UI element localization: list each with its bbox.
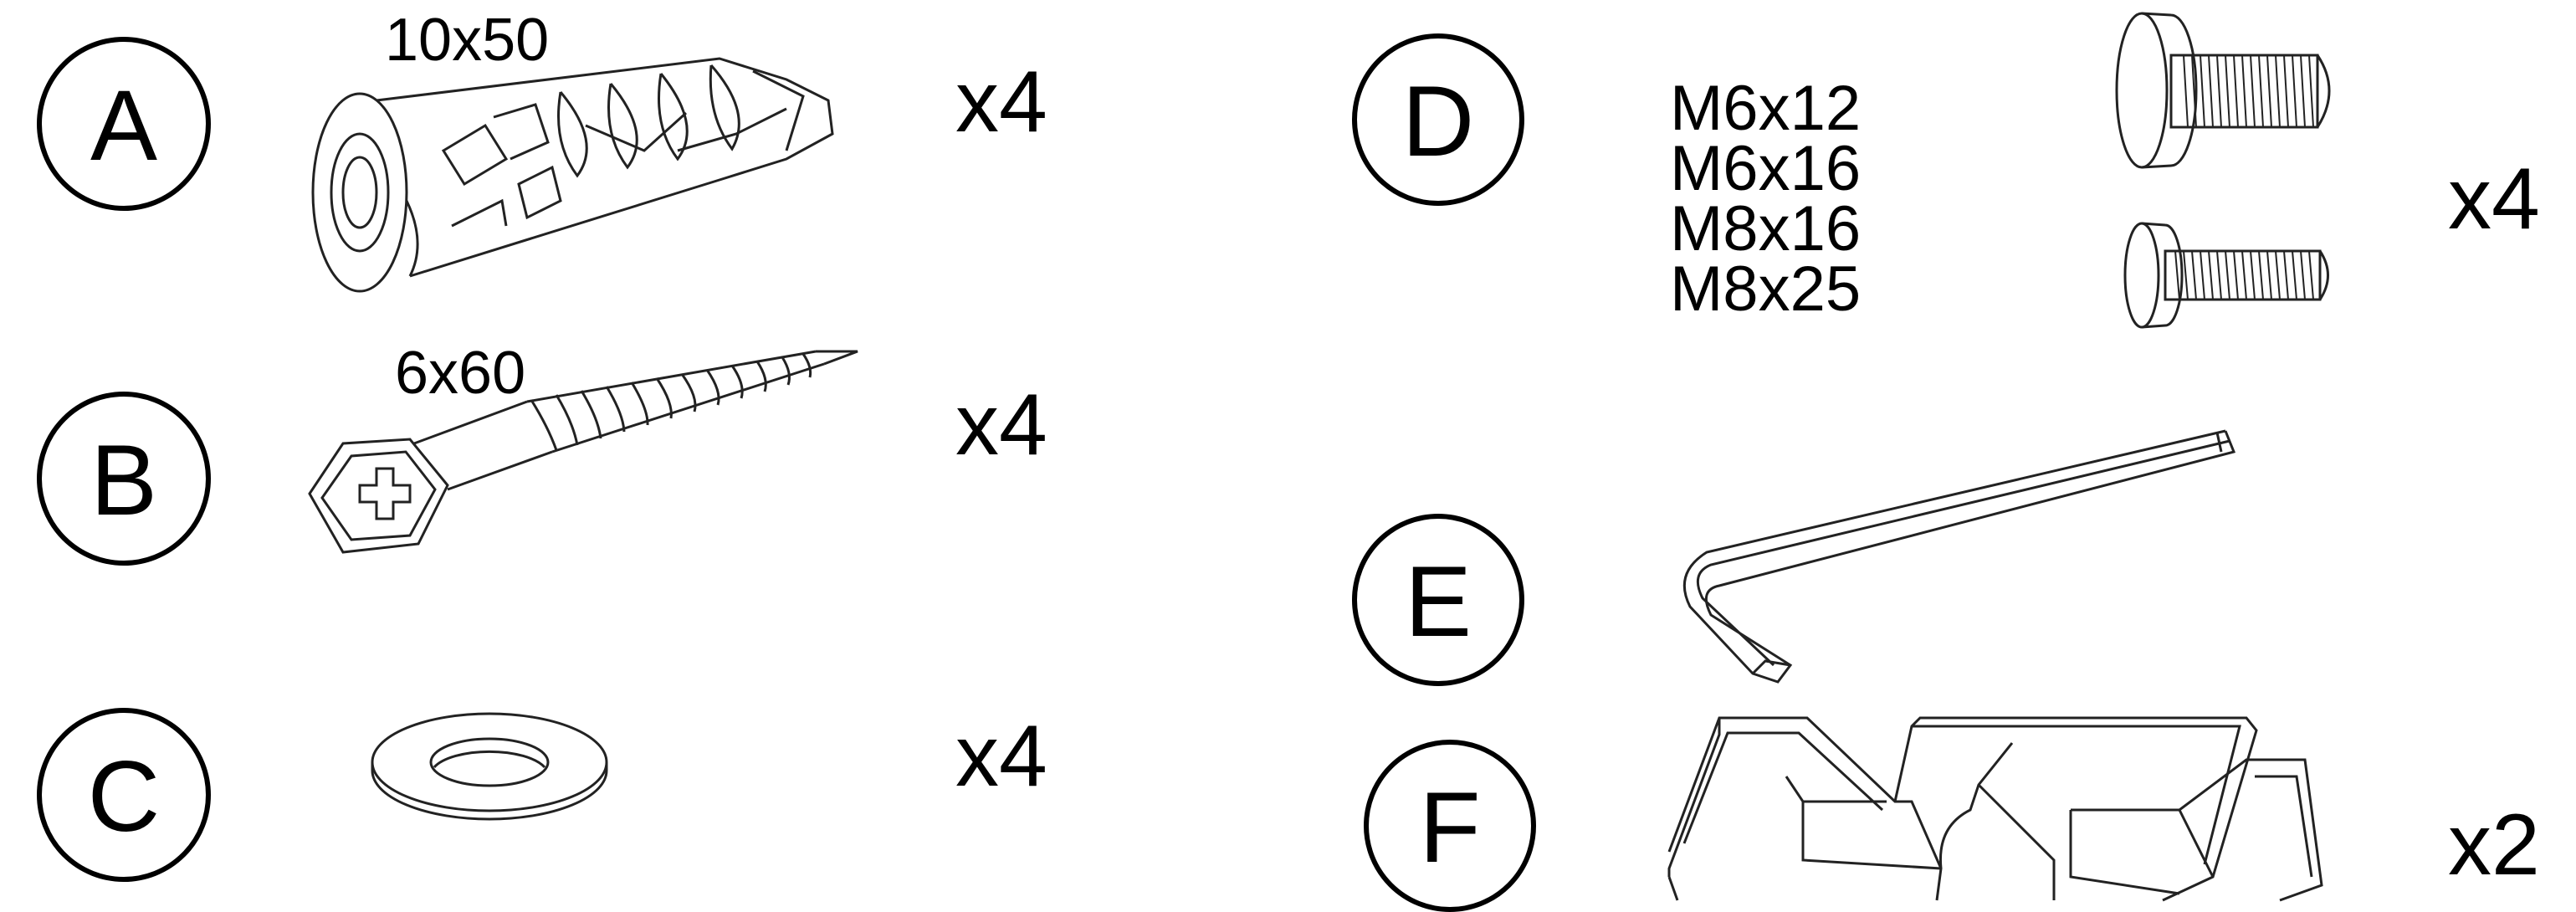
part-e-letter: E — [1404, 546, 1472, 658]
part-e-label-circle: E — [1352, 514, 1524, 686]
part-b-label-circle: B — [37, 392, 211, 566]
wall-plug-anchor-icon — [284, 33, 853, 301]
part-c-label-circle: C — [37, 708, 211, 882]
washer-icon — [364, 707, 615, 824]
part-d-sizes: M6x12 M6x16 M8x16 M8x25 — [1670, 73, 1862, 325]
bracket-clip-icon — [1661, 710, 2322, 902]
part-a-size: 10x50 — [385, 7, 550, 74]
part-d-label-circle: D — [1352, 33, 1524, 206]
part-b-quantity: x4 — [955, 377, 1047, 474]
part-d-size-4: M8x25 — [1670, 254, 1862, 325]
part-d-quantity: x4 — [2448, 151, 2540, 248]
part-f-label-circle: F — [1364, 740, 1536, 912]
part-c-letter: C — [87, 740, 161, 853]
part-d-size-3: M8x16 — [1670, 193, 1862, 264]
part-a-label-circle: A — [37, 37, 211, 211]
part-b-letter: B — [90, 424, 158, 536]
part-b-size: 6x60 — [395, 340, 526, 407]
part-f-quantity: x2 — [2448, 797, 2540, 894]
lag-screw-icon — [276, 351, 870, 636]
part-a-letter: A — [90, 69, 158, 182]
machine-screw-small-icon — [2117, 219, 2334, 332]
part-a-quantity: x4 — [955, 54, 1047, 151]
part-d-letter: D — [1401, 65, 1475, 177]
part-f-letter: F — [1419, 771, 1481, 884]
hex-key-icon — [1665, 423, 2251, 690]
part-c-quantity: x4 — [955, 708, 1047, 805]
machine-screw-icon — [2108, 7, 2351, 174]
part-d-size-1: M6x12 — [1670, 73, 1862, 144]
part-d-size-2: M6x16 — [1670, 133, 1862, 204]
